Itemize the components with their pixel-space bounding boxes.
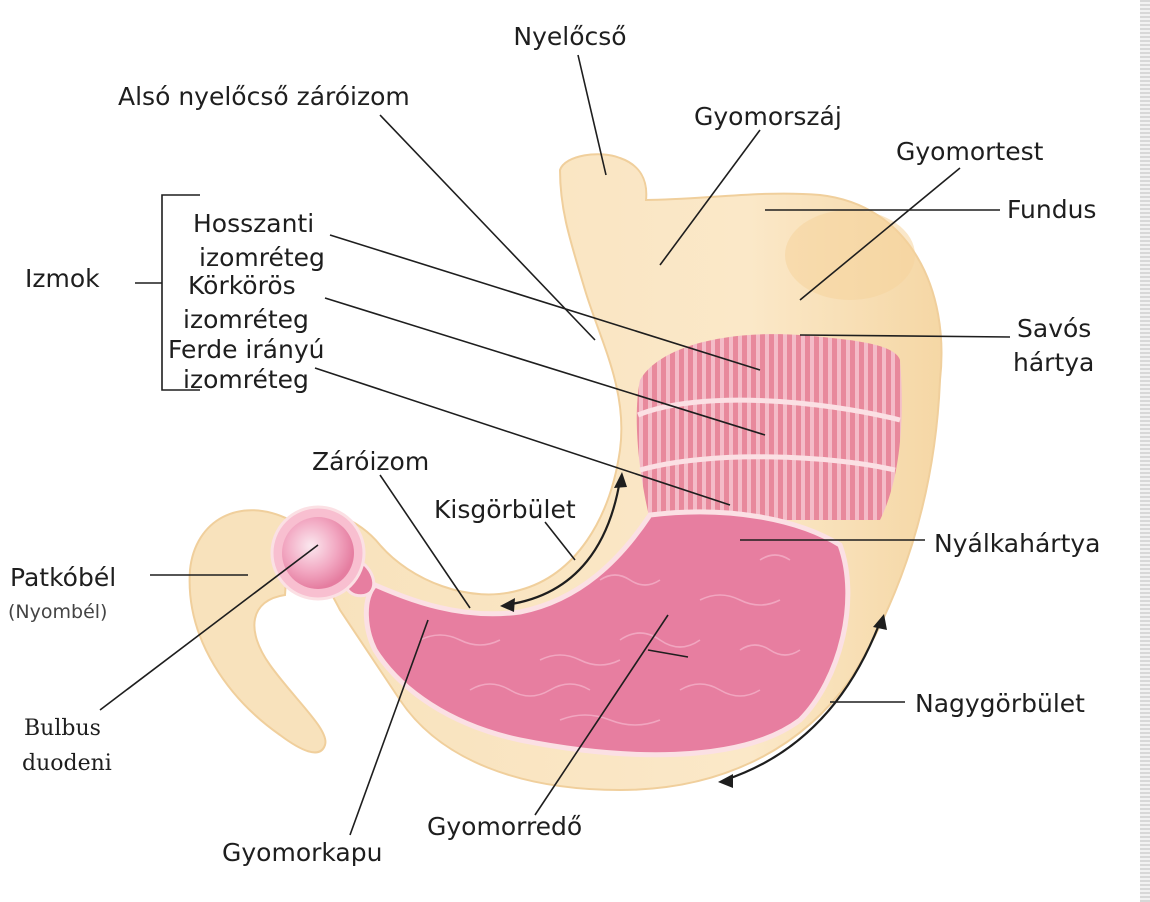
label-gyomortest: Gyomortest xyxy=(896,137,1044,166)
label-nyelocso: Nyelőcső xyxy=(513,22,626,51)
label-nyombel: (Nyombél) xyxy=(8,601,107,623)
label-zaroizom: Záróizom xyxy=(312,447,429,476)
oblique-muscle-divider xyxy=(639,454,896,473)
label-bulbus-2: duodeni xyxy=(22,751,112,776)
label-gyomorredo: Gyomorredő xyxy=(427,812,582,841)
longitudinal-muscle-layer xyxy=(636,334,902,520)
label-kisgorbulet: Kisgörbület xyxy=(434,495,576,524)
label-ferde-2: izomréteg xyxy=(183,365,309,394)
kisgorbulet-arrow xyxy=(504,479,622,607)
label-fundus: Fundus xyxy=(1007,195,1096,224)
kisgorbulet-arrowhead-bottom xyxy=(500,598,515,612)
fundus-highlight xyxy=(785,210,915,300)
nagygorbulet-arrowhead-top xyxy=(873,614,887,630)
label-also-nyelocso-zaroizom: Alsó nyelőcső záróizom xyxy=(118,82,410,111)
label-patkobel: Patkóbél xyxy=(10,563,116,592)
mucosa-rugae xyxy=(419,554,801,726)
leader-lines xyxy=(99,54,1011,836)
scrollbar-edge xyxy=(1140,0,1150,902)
label-korkoros-2: izomréteg xyxy=(183,305,309,334)
label-gyomorkapu: Gyomorkapu xyxy=(222,838,382,867)
label-hosszanti-1: Hosszanti xyxy=(193,209,314,238)
label-gyomorszaj: Gyomorszáj xyxy=(694,102,842,131)
circular-muscle-divider xyxy=(637,397,901,423)
kisgorbulet-arrowhead-top xyxy=(614,472,627,488)
label-korkoros-1: Körkörös xyxy=(188,271,296,300)
label-nagygorbulet: Nagygörbület xyxy=(915,689,1085,718)
nagygorbulet-arrowhead-bottom xyxy=(718,774,733,788)
label-hosszanti-2: izomréteg xyxy=(199,243,325,272)
label-izmok: Izmok xyxy=(25,264,100,293)
nagygorbulet-arrow xyxy=(724,621,882,782)
label-ferde-1: Ferde irányú xyxy=(168,335,324,364)
label-nyalkahartya: Nyálkahártya xyxy=(934,529,1100,558)
label-savos-2: hártya xyxy=(1013,348,1094,377)
label-savos-1: Savós xyxy=(1017,314,1091,343)
duodenum xyxy=(188,509,327,754)
bulbus-duodeni xyxy=(282,517,354,589)
label-bulbus-1: Bulbus xyxy=(24,716,101,741)
izmok-bracket xyxy=(135,194,200,391)
